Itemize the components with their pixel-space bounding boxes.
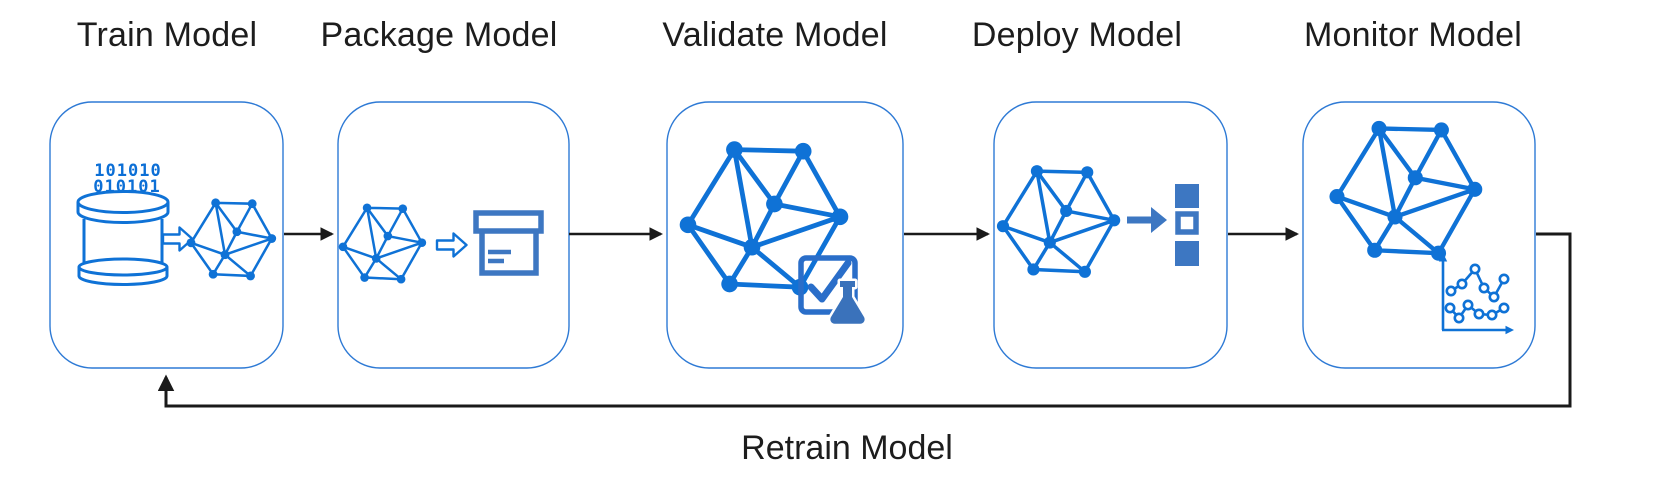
package-box-icon [473,210,544,276]
database-icon [76,190,170,286]
stage-card-deploy [993,101,1228,369]
stage-title-deploy: Deploy Model [971,16,1183,54]
retrain-label: Retrain Model [741,429,953,467]
block-arrow-icon [435,232,468,258]
stage-title-monitor: Monitor Model [1303,16,1523,54]
stacked-squares-icon [1175,184,1199,266]
svg-text:101010: 101010 [94,161,161,181]
block-arrow-icon [161,226,194,252]
stage-title-validate: Validate Model [662,16,888,54]
solid-arrow-icon [1127,207,1167,233]
stage-title-package: Package Model [320,16,558,54]
flask-icon [827,278,868,327]
stage-title-train: Train Model [76,16,258,54]
retrain-loop-arrow [157,232,1572,408]
line-chart-icon [1438,253,1514,335]
